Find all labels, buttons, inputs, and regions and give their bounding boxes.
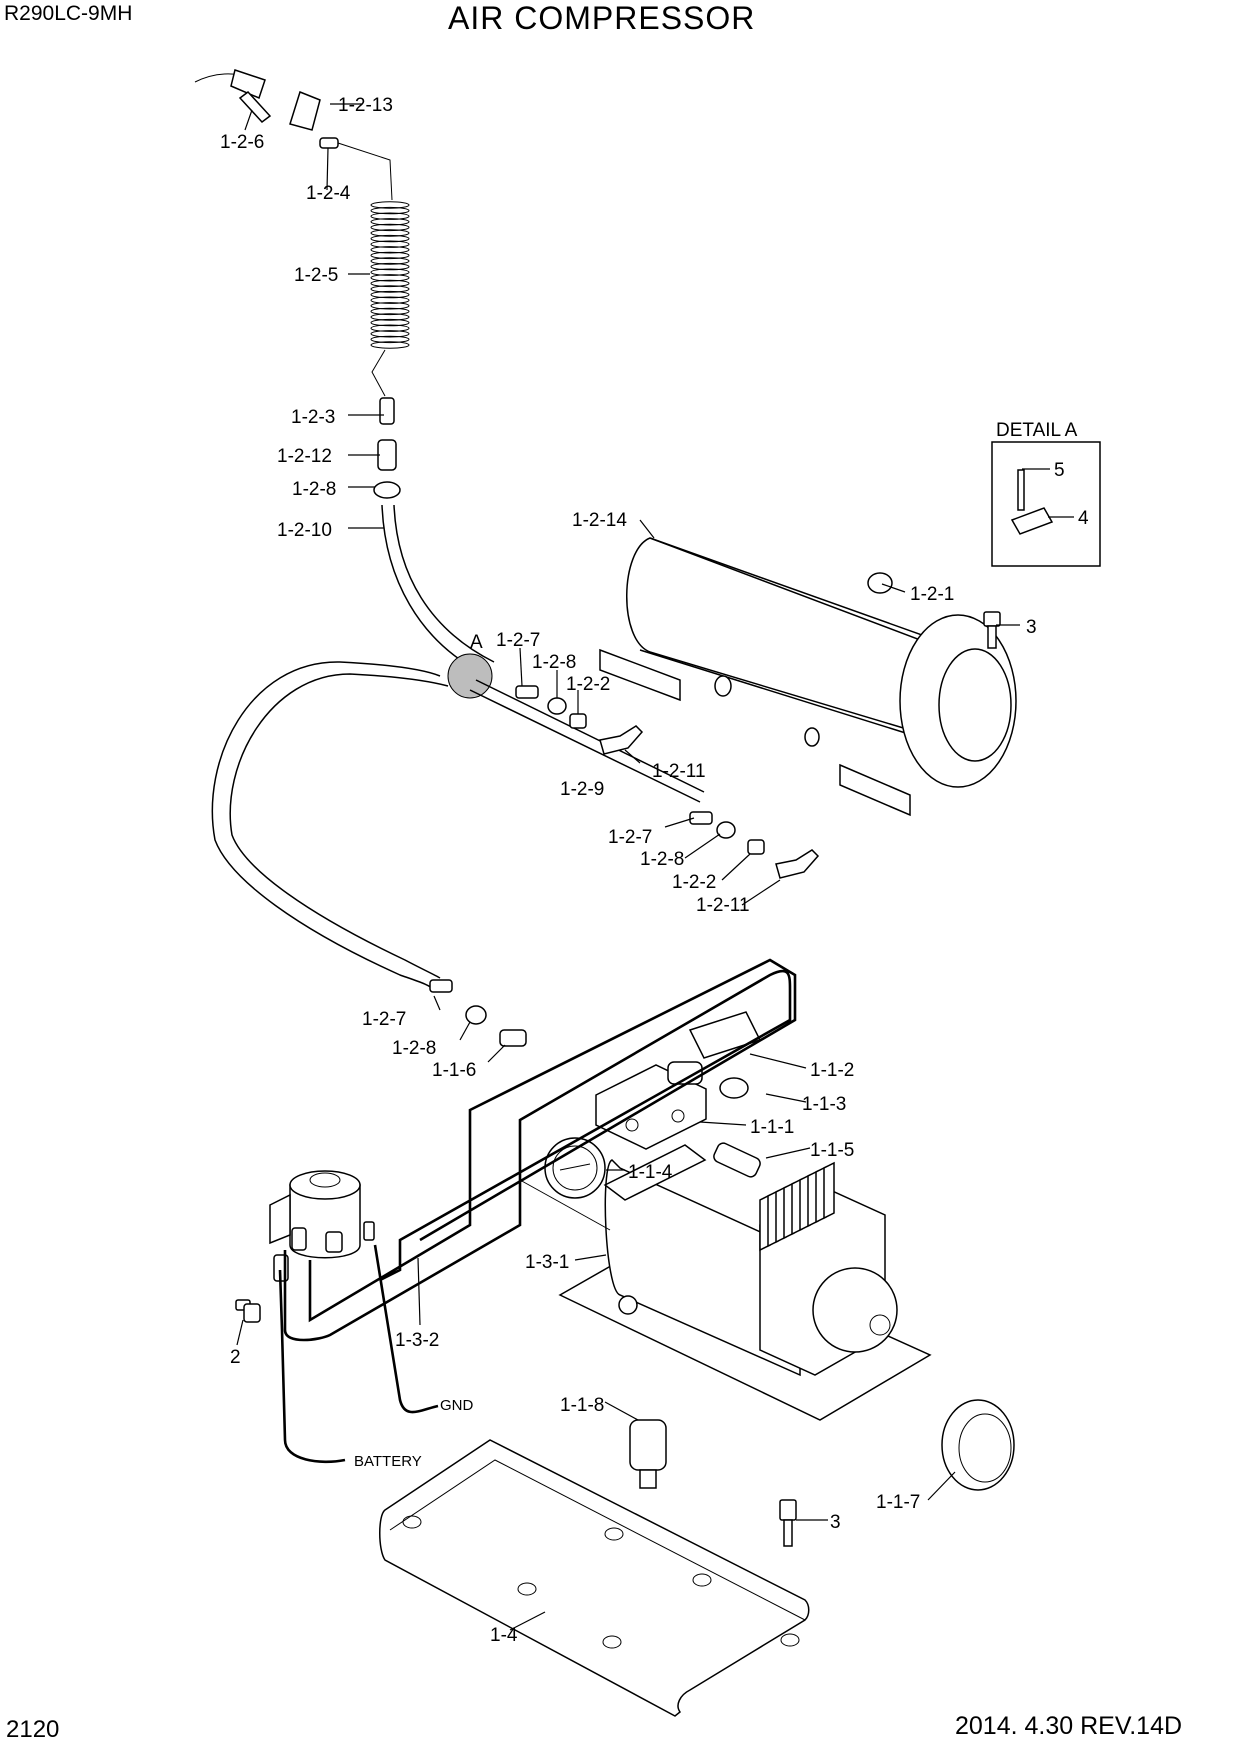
page-number: 2120	[6, 1716, 60, 1743]
detail-a-marker-circle	[447, 653, 493, 699]
callout-1-2-14: 1-2-14	[572, 510, 627, 531]
wire-battery	[278, 1269, 346, 1464]
callout-1-2-8-b: 1-2-8	[640, 849, 684, 870]
callout-1-2-2-a: 1-2-2	[566, 674, 610, 695]
callout-1-2-8: 1-2-8	[292, 479, 336, 500]
wire-ground	[373, 1244, 439, 1414]
hose-fittings	[373, 397, 401, 499]
callout-1-2-7-c: 1-2-7	[362, 1009, 406, 1030]
drain-valve	[629, 1419, 667, 1489]
air-tank	[599, 537, 1017, 817]
callout-1-2-10: 1-2-10	[277, 520, 332, 541]
bolt-3-upper	[983, 611, 1001, 649]
callout-1-2-6: 1-2-6	[220, 132, 264, 153]
callout-3-lower: 3	[830, 1512, 841, 1533]
wire-harness	[283, 958, 797, 1342]
callout-labels: 1-2-13 1-2-6 1-2-4 1-2-5 1-2-3 1-2-12 1-…	[220, 95, 1089, 1646]
callout-5: 5	[1054, 460, 1065, 481]
callout-1-2-13: 1-2-13	[338, 95, 393, 116]
leader-lines	[236, 103, 1074, 1631]
callout-1-1-3: 1-1-3	[802, 1094, 846, 1115]
mounting-bracket	[379, 1439, 810, 1717]
callout-1-1-8: 1-1-8	[560, 1395, 604, 1416]
callout-1-1-1: 1-1-1	[750, 1117, 794, 1138]
callout-1-2-5: 1-2-5	[294, 265, 338, 286]
manifold-block	[595, 1064, 707, 1150]
callout-1-2-8-c: 1-2-8	[392, 1038, 436, 1059]
detail-a-title: DETAIL A	[996, 420, 1078, 441]
callout-2: 2	[230, 1347, 241, 1368]
callout-1-2-7-a: 1-2-7	[496, 630, 540, 651]
compressor-unit	[558, 1144, 1015, 1491]
callout-1-2-1: 1-2-1	[910, 584, 954, 605]
battery-label: BATTERY	[354, 1453, 422, 1470]
callout-1-1-5: 1-1-5	[810, 1140, 854, 1161]
callout-1-3-2: 1-3-2	[395, 1330, 439, 1351]
callout-1-2-8-a: 1-2-8	[532, 652, 576, 673]
blow-gun	[194, 69, 339, 149]
callout-1-1-6: 1-1-6	[432, 1060, 476, 1081]
model-code: R290LC-9MH	[4, 2, 133, 25]
revision-date: 2014. 4.30 REV.14D	[955, 1712, 1183, 1740]
page-title: AIR COMPRESSOR	[448, 0, 756, 36]
coiled-hose	[337, 142, 410, 397]
callout-1-4: 1-4	[490, 1625, 518, 1646]
gnd-label: GND	[440, 1397, 474, 1414]
bolt-3-lower	[779, 1499, 797, 1547]
fittings-row-upper	[515, 685, 644, 755]
callout-4: 4	[1078, 508, 1089, 529]
callout-1-2-11-b: 1-2-11	[696, 895, 750, 916]
bolt-2	[235, 1299, 261, 1323]
air-line-1-2-9	[211, 661, 705, 991]
callout-1-2-3: 1-2-3	[291, 407, 335, 428]
wire-compressor-lead	[519, 1179, 611, 1231]
pressure-switch	[667, 1011, 762, 1099]
callout-1-2-12: 1-2-12	[277, 446, 332, 467]
detail-a-marker: A	[470, 632, 483, 653]
check-valve	[713, 1142, 761, 1178]
callout-1-2-11-a: 1-2-11	[652, 761, 706, 782]
callout-1-1-2: 1-1-2	[810, 1060, 854, 1081]
callout-1-2-7-b: 1-2-7	[608, 827, 652, 848]
detail-a-box	[991, 441, 1101, 567]
callout-1-2-9: 1-2-9	[560, 779, 604, 800]
callout-1-1-7: 1-1-7	[876, 1492, 920, 1513]
callout-3-upper: 3	[1026, 617, 1037, 638]
fittings-row-lower	[689, 811, 820, 879]
callout-1-2-2-b: 1-2-2	[672, 872, 716, 893]
callout-1-1-4: 1-1-4	[628, 1162, 673, 1183]
pressure-gauge	[544, 1137, 606, 1199]
fittings-row-compressor	[429, 979, 527, 1047]
callout-1-3-1: 1-3-1	[525, 1252, 569, 1273]
callout-1-2-4: 1-2-4	[306, 183, 351, 204]
